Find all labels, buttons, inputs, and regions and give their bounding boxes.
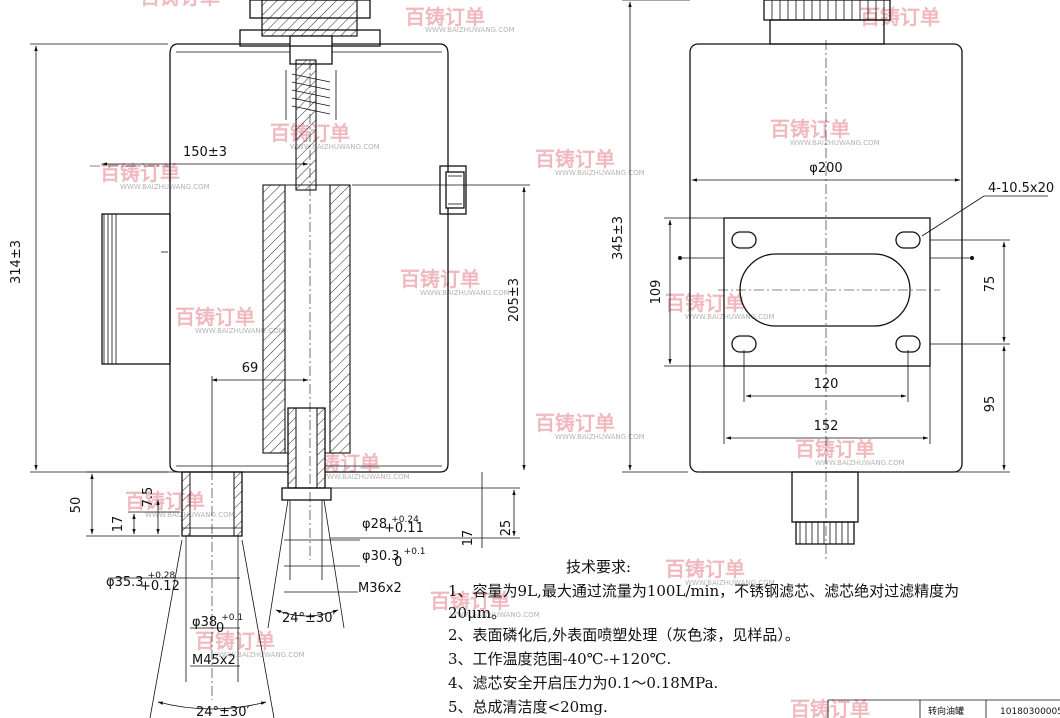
watermark-url: WWW.BAIZHUWANG.COM [420, 289, 510, 297]
watermark-url: WWW.BAIZHUWANG.COM [215, 651, 305, 659]
tech-item: 2、表面磷化后,外表面喷塑处理（灰色漆，见样品）。 [448, 626, 800, 644]
dim-angle-large: 24°±30′ [196, 705, 249, 718]
dim-phi28-lower: +0.11 [384, 521, 424, 536]
dim-bracket-width: 152 [814, 419, 839, 434]
title-block: 转向油罐 101803000050 [827, 699, 1060, 718]
dim-bracket-height: 109 [649, 280, 664, 305]
tech-item: 20μm。 [448, 604, 506, 622]
dim-phi35-3: φ35.3 +0.28 [106, 571, 176, 590]
technical-requirements: 技术要求: 1、容量为9L,最大通过流量为100L/min，不锈钢滤芯、滤芯绝对… [448, 558, 959, 716]
watermark-url: WWW.BAIZHUWANG.COM [290, 143, 380, 151]
watermark-text: 百铸订单 [405, 5, 485, 29]
watermark-text: 百铸订单 [535, 147, 615, 171]
watermark-url: WWW.BAIZHUWANG.COM [685, 579, 775, 587]
dim-core-height: 205±3 [507, 278, 522, 322]
dim-flange-offset: 150±3 [183, 145, 227, 160]
watermark-url: WWW.BAIZHUWANG.COM [555, 433, 645, 441]
dim-phi38: φ38 +0.1 [192, 613, 243, 630]
dim-thread-large: M45x2 [192, 653, 236, 668]
watermark-url: WWW.BAIZHUWANG.COM [425, 26, 515, 34]
part-number: 101803000050 [1000, 707, 1060, 717]
dim-17b: 17 [461, 530, 476, 547]
dim-17a: 17 [111, 516, 126, 533]
watermark-text: 百铸订单 [100, 161, 180, 185]
tech-item: 1、容量为9L,最大通过流量为100L/min，不锈钢滤芯、滤芯绝对过滤精度为 [448, 582, 959, 600]
tech-item: 3、工作温度范围-40℃-+120℃. [448, 650, 671, 668]
dim-phi30-3-lower: 0 [394, 555, 402, 570]
filter-element-wall [329, 184, 351, 454]
watermark-url: WWW.BAIZHUWANG.COM [120, 183, 210, 191]
watermark-url: WWW.BAIZHUWANG.COM [555, 169, 645, 177]
filter-element-wall [262, 184, 286, 454]
dim-inlet-offset: 69 [242, 361, 259, 376]
left-section-view: 314±3 150±3 205±3 69 50 17 7.5 25 17 [9, 0, 530, 718]
tech-item: 4、滤芯安全开启压力为0.1～0.18MPa. [448, 674, 718, 692]
right-end-view: 345±3 φ200 4-10.5x20 109 75 95 120 152 [611, 0, 1054, 560]
dim-phi28: φ28 +0.24 [362, 515, 419, 532]
watermark-text: 百铸订单 [665, 291, 745, 315]
watermark-text: 百铸订单 [125, 489, 205, 513]
dim-7-5: 7.5 [141, 487, 156, 508]
watermark-url: WWW.BAIZHUWANG.COM [320, 473, 410, 481]
watermark-text: 百铸订单 [140, 0, 220, 9]
dim-95: 95 [983, 396, 998, 413]
dim-phi38-lower: 0 [216, 621, 224, 636]
tech-item: 5、总成清洁度<20mg. [448, 698, 608, 716]
watermark-url: WWW.BAIZHUWANG.COM [790, 139, 880, 147]
watermark-text: 百铸订单 [195, 629, 275, 653]
watermark-text: 百铸订单 [795, 437, 875, 461]
watermark-text: 百铸订单 [175, 305, 255, 329]
watermark-url: WWW.BAIZHUWANG.COM [815, 459, 905, 467]
watermark-text: 百铸订单 [860, 5, 940, 29]
watermark-text: 百铸订单 [770, 117, 850, 141]
dim-height-total-right: 345±3 [611, 216, 626, 260]
mounting-bracket [723, 217, 931, 367]
tank-body-outline [169, 43, 449, 473]
watermark-text: 百铸订单 [790, 697, 870, 718]
watermark-text: 百铸订单 [430, 589, 510, 613]
dim-diameter: φ200 [809, 161, 842, 176]
watermark-url: WWW.BAIZHUWANG.COM [450, 611, 540, 619]
watermark-layer: 百铸订单 百铸订单 WWW.BAIZHUWANG.COM 百铸订单 百铸订单 W… [100, 0, 940, 718]
dim-thread-small: M36x2 [358, 581, 402, 596]
dim-outlet-length: 50 [69, 497, 84, 514]
dim-holes: 4-10.5x20 [988, 181, 1054, 196]
watermark-text: 百铸订单 [535, 411, 615, 435]
dim-height-total: 314±3 [9, 240, 24, 284]
side-flange [101, 213, 171, 365]
tech-title: 技术要求: [566, 558, 631, 576]
side-fitting [439, 165, 467, 215]
dim-phi35-3-lower: +0.12 [140, 579, 180, 594]
part-name: 转向油罐 [928, 705, 964, 717]
watermark-text: 百铸订单 [665, 557, 745, 581]
watermark-url: WWW.BAIZHUWANG.COM [195, 327, 285, 335]
dim-angle-small: 24°±30′ [282, 611, 335, 626]
dim-hole-spacing: 120 [814, 377, 839, 392]
dim-25: 25 [499, 520, 514, 537]
watermark-text: 百铸订单 [400, 267, 480, 291]
dim-phi30-3: φ30.3 +0.1 [362, 547, 426, 564]
watermark-url: WWW.BAIZHUWANG.COM [685, 313, 775, 321]
dim-75: 75 [983, 276, 998, 293]
